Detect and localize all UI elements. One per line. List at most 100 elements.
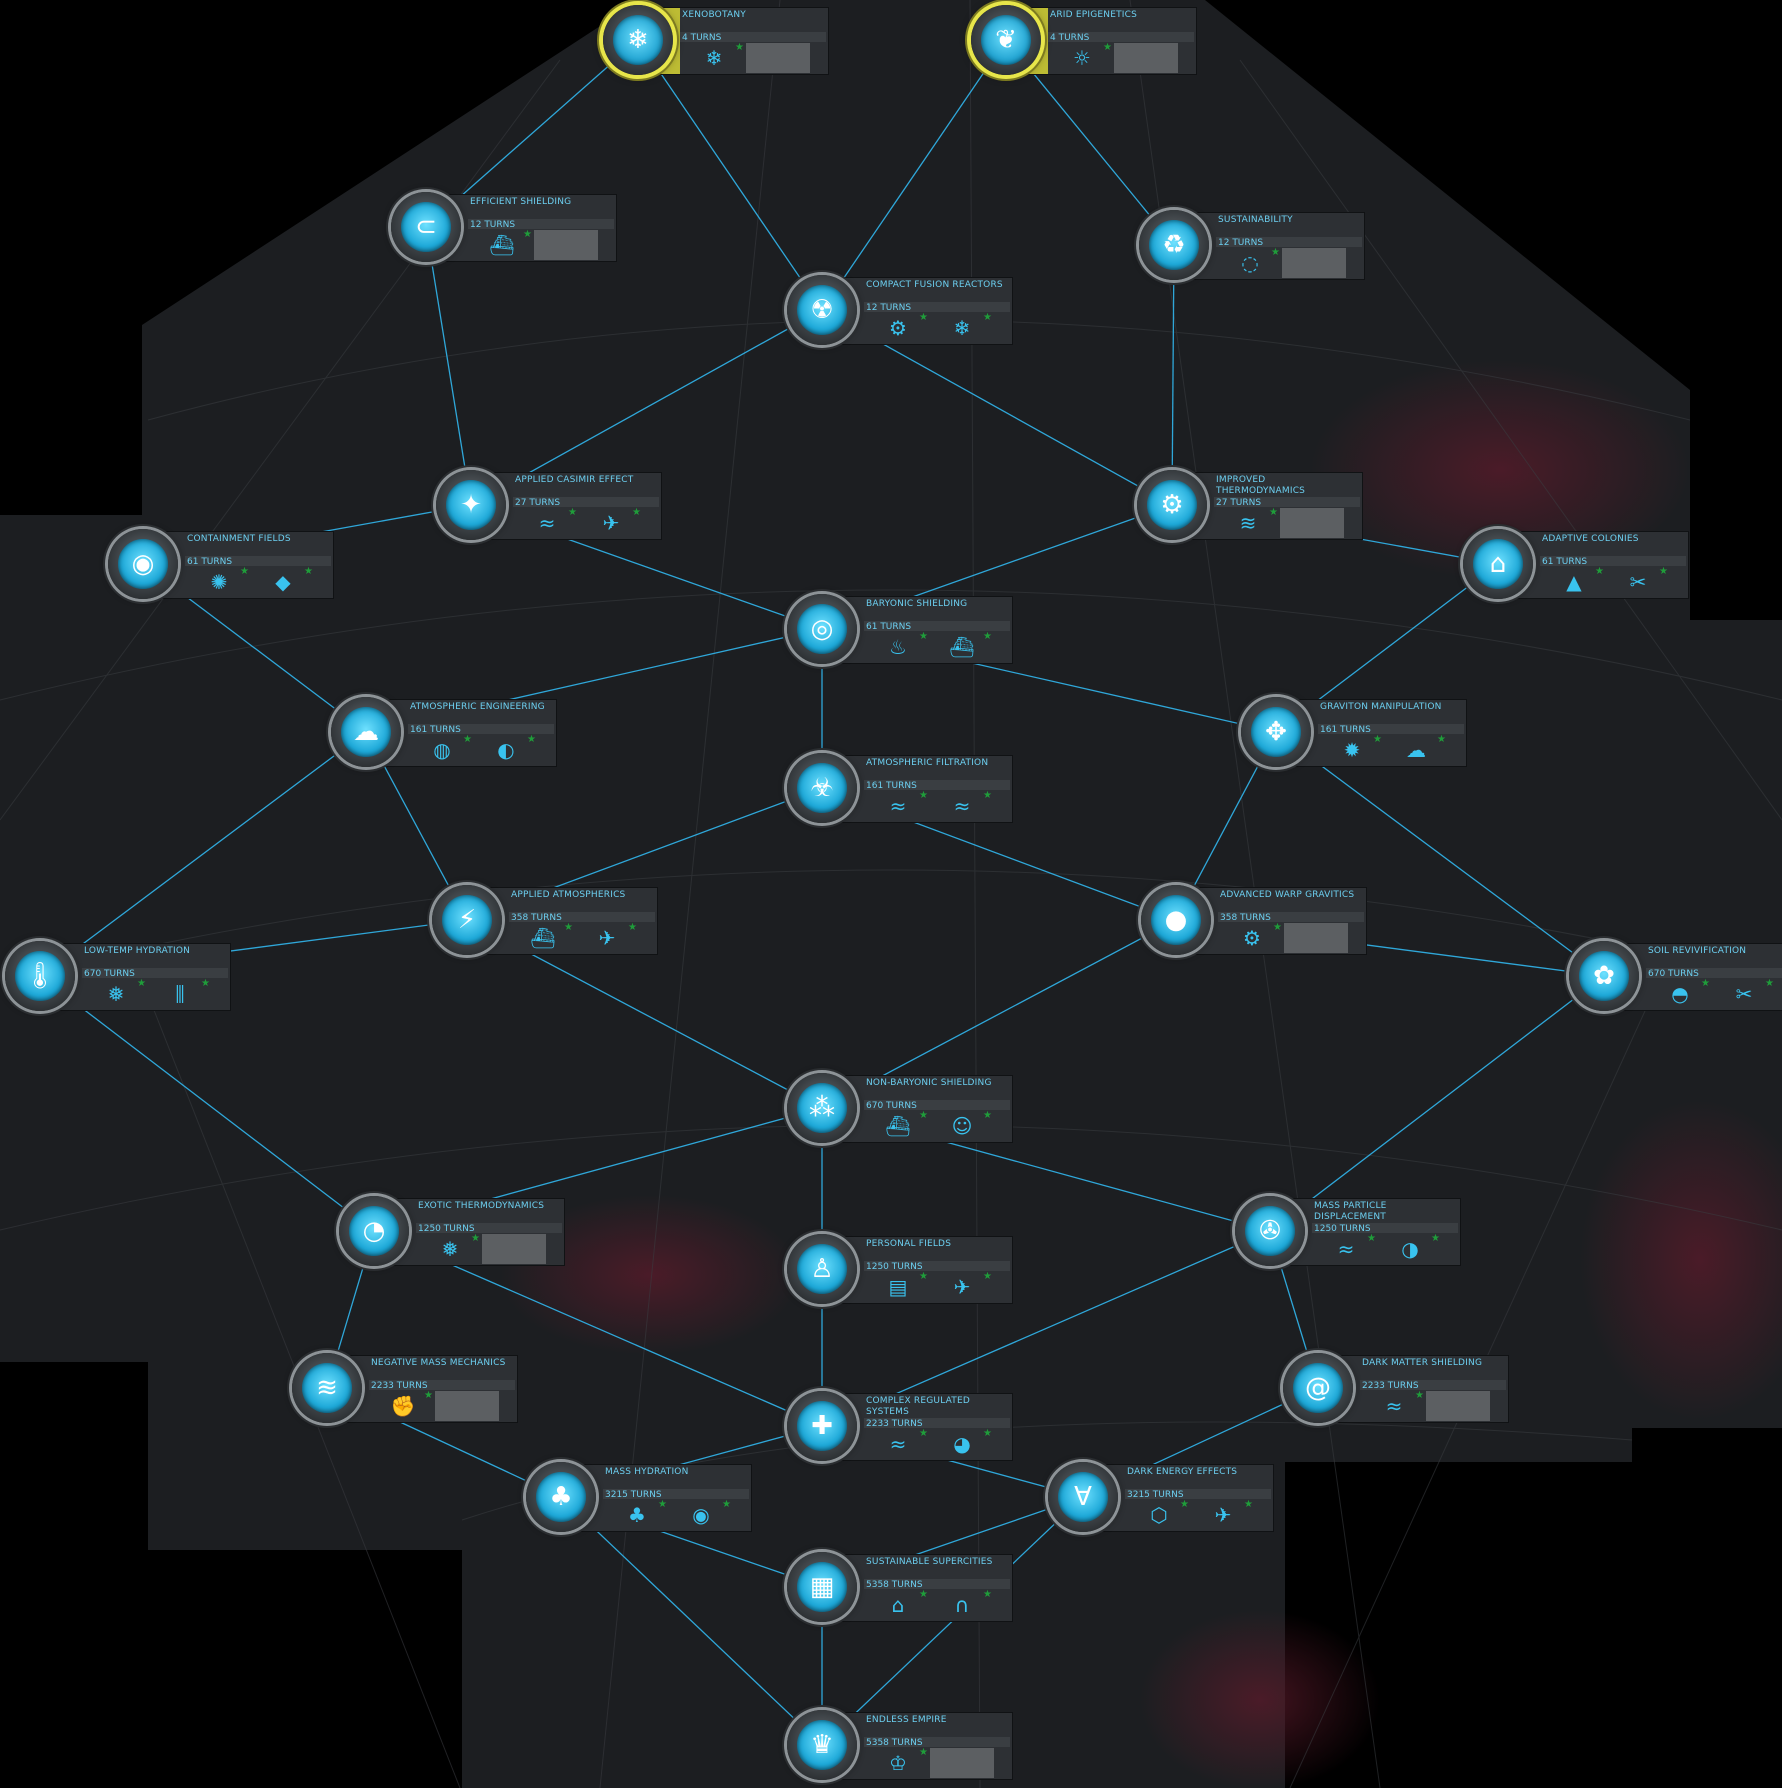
arch-icon[interactable]: ∩★ bbox=[954, 1589, 992, 1618]
leaf-dunes-icon[interactable]: ❦ bbox=[971, 5, 1041, 75]
thermometer-icon[interactable]: 🌡 bbox=[5, 941, 75, 1011]
vault-icon[interactable]: ◉ bbox=[108, 529, 178, 599]
house-icon[interactable]: ⌂ bbox=[1463, 529, 1533, 599]
snowflake-leaf-icon[interactable]: ❄ bbox=[603, 5, 673, 75]
atom-cells-icon[interactable]: ⁂ bbox=[787, 1073, 857, 1143]
terraform-snow-icon[interactable]: ❄★ bbox=[953, 312, 992, 341]
population-icon[interactable]: ☺★ bbox=[951, 1110, 992, 1139]
satellite-arrows-icon[interactable]: ✈★ bbox=[602, 507, 641, 536]
planet-arid-icon[interactable]: ◓★ bbox=[1671, 978, 1710, 1007]
terraform-wave-icon[interactable]: ≈★ bbox=[953, 790, 992, 819]
houses-icon[interactable]: ⌂★ bbox=[891, 1589, 928, 1618]
spiral-icon[interactable]: @ bbox=[1283, 1353, 1353, 1423]
palm-flask-icon[interactable]: ♣ bbox=[526, 1462, 596, 1532]
terraform-fire-icon[interactable]: ♨★ bbox=[889, 631, 928, 660]
city-icon[interactable]: ▦ bbox=[787, 1552, 857, 1622]
terraform-arid-icon[interactable]: ☼★ bbox=[1073, 42, 1112, 71]
tri-orb-icon[interactable]: ✇ bbox=[1235, 1196, 1305, 1266]
planet-ocean-icon[interactable]: ◉★ bbox=[692, 1499, 731, 1528]
puzzle-icon[interactable]: ✚ bbox=[787, 1391, 857, 1461]
engine-icon[interactable]: ⚙★ bbox=[889, 312, 928, 341]
satellite-arrows-icon[interactable]: ✈★ bbox=[953, 1271, 992, 1300]
planet-fire-icon[interactable]: ✹★ bbox=[1343, 734, 1382, 763]
calculator-icon[interactable]: ▤★ bbox=[888, 1271, 928, 1300]
ship-hull-icon[interactable]: ⛴★ bbox=[489, 229, 532, 258]
shield-wave-icon[interactable]: ≈★ bbox=[889, 790, 928, 819]
planet-jungle-icon[interactable]: ♣★ bbox=[628, 1499, 667, 1528]
test-tubes-icon[interactable]: ⫼★ bbox=[175, 978, 210, 1007]
engine-icon[interactable]: ⚙★ bbox=[1243, 922, 1282, 951]
terraform-snow-icon[interactable]: ❄★ bbox=[705, 42, 744, 71]
radiation-icon[interactable]: ☢ bbox=[787, 275, 857, 345]
engine-block-icon[interactable]: ⚙ bbox=[1137, 470, 1207, 540]
terraform-barren-icon[interactable]: ◌★ bbox=[1241, 247, 1280, 276]
satellite-arrows-icon[interactable]: ✈★ bbox=[1214, 1499, 1253, 1528]
wave-sphere-icon[interactable]: ≋ bbox=[292, 1353, 362, 1423]
biohazard-icon[interactable]: ☣ bbox=[787, 753, 857, 823]
crown-icon[interactable]: ♛ bbox=[787, 1710, 857, 1780]
resource-gems-icon[interactable]: ◆★ bbox=[275, 566, 313, 595]
crown-badge-icon[interactable]: ♔★ bbox=[889, 1747, 928, 1776]
turtle-icon[interactable]: ⬡★ bbox=[1150, 1499, 1189, 1528]
planet-lava-icon[interactable]: ◕★ bbox=[953, 1428, 992, 1457]
planet-snow-icon[interactable]: ❅★ bbox=[107, 978, 146, 1007]
orb-icon[interactable]: ◎ bbox=[787, 594, 857, 664]
person-icon[interactable]: ♙ bbox=[787, 1234, 857, 1304]
planet-ring-icon[interactable]: ◐★ bbox=[497, 734, 536, 763]
apple-icon[interactable]: ● bbox=[1141, 885, 1211, 955]
terraform-lava-icon[interactable]: ✺★ bbox=[210, 566, 249, 595]
ship-hull-icon[interactable]: ⛴★ bbox=[530, 922, 573, 951]
shield-wave-icon[interactable]: ≈★ bbox=[538, 507, 577, 536]
plug-bolt-icon[interactable]: ⚡ bbox=[432, 885, 502, 955]
planet-storm-icon[interactable]: ☁★ bbox=[1406, 734, 1446, 763]
heat-coil-icon[interactable]: ≋★ bbox=[1239, 507, 1278, 536]
ship-hull-icon[interactable]: ⛴★ bbox=[949, 631, 992, 660]
scissors-icon[interactable]: ✂★ bbox=[1629, 566, 1668, 595]
gauge-icon[interactable]: ◔ bbox=[339, 1196, 409, 1266]
terraform-ocean-icon[interactable]: ◍★ bbox=[433, 734, 472, 763]
recycle-icon[interactable]: ♻ bbox=[1139, 210, 1209, 280]
satellite-arrows-icon[interactable]: ✈★ bbox=[598, 922, 637, 951]
shield-wave-icon[interactable]: ≈★ bbox=[889, 1428, 928, 1457]
ship-hull-icon[interactable]: ⛴★ bbox=[885, 1110, 928, 1139]
vortex-icon[interactable]: ∀ bbox=[1048, 1462, 1118, 1532]
planet-sprout-icon[interactable]: ✿ bbox=[1569, 941, 1639, 1011]
plates-spark-icon[interactable]: ✦ bbox=[436, 470, 506, 540]
pyramid-icon[interactable]: ▲★ bbox=[1566, 566, 1604, 595]
planet-snow-icon[interactable]: ❅★ bbox=[441, 1233, 480, 1262]
cloud-rain-icon[interactable]: ☁ bbox=[331, 697, 401, 767]
muscle-arm-icon[interactable]: ✊★ bbox=[390, 1390, 433, 1419]
shield-wave-icon[interactable]: ≈★ bbox=[1337, 1233, 1376, 1262]
arrows-out-icon[interactable]: ✥ bbox=[1241, 697, 1311, 767]
scissors-icon[interactable]: ✂★ bbox=[1735, 978, 1774, 1007]
planet-terraform-icon[interactable]: ◑★ bbox=[1401, 1233, 1440, 1262]
shield-wave-icon[interactable]: ≈★ bbox=[1385, 1390, 1424, 1419]
